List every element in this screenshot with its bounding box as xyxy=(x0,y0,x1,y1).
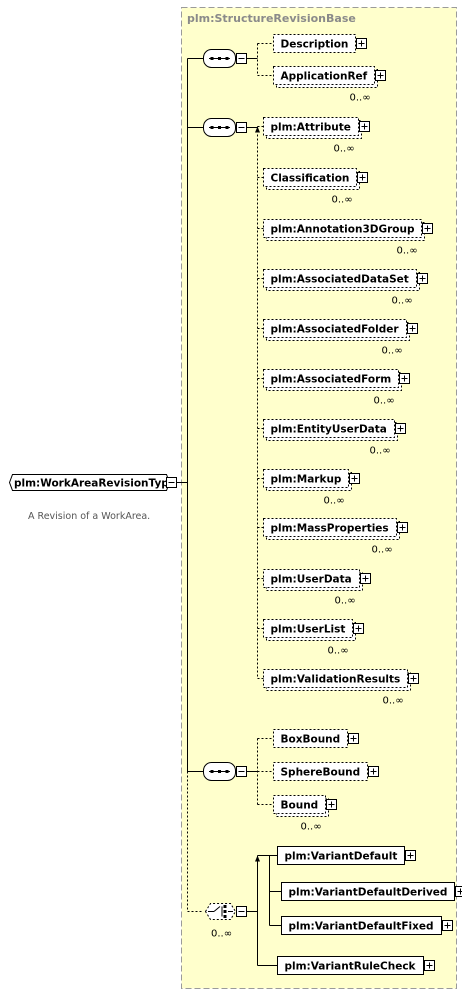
expand-icon[interactable] xyxy=(357,172,368,183)
expand-icon[interactable] xyxy=(399,373,410,384)
element-label: plm:VariantDefaultDerived xyxy=(289,887,448,899)
element-cardinality: 0..∞ xyxy=(382,346,403,357)
element-classification[interactable]: Classification 0..∞ xyxy=(263,168,368,206)
element-label: SphereBound xyxy=(281,767,361,779)
element-description[interactable]: Description xyxy=(273,34,367,53)
root-element[interactable]: plm:WorkAreaRevisionType xyxy=(8,474,177,491)
expand-icon[interactable] xyxy=(353,623,364,634)
element-label: plm:AssociatedForm xyxy=(271,374,392,386)
element-label: plm:ValidationResults xyxy=(271,674,401,686)
root-element-label: plm:WorkAreaRevisionType xyxy=(14,478,176,490)
element-cardinality: 0..∞ xyxy=(374,396,395,407)
choice-compositor[interactable] xyxy=(204,903,237,920)
root-documentation: A Revision of a WorkArea. xyxy=(28,511,150,522)
element-cardinality: 0..∞ xyxy=(328,646,349,657)
element-applicationref[interactable]: ApplicationRef 0..∞ xyxy=(273,66,386,104)
element-label: plm:EntityUserData xyxy=(271,424,387,436)
element-label: plm:VariantRuleCheck xyxy=(285,961,417,973)
expand-icon[interactable] xyxy=(397,522,408,533)
expand-icon[interactable] xyxy=(326,799,337,810)
expand-icon[interactable] xyxy=(417,273,428,284)
element-variantdefaultderived[interactable]: plm:VariantDefaultDerived xyxy=(281,882,462,901)
base-type-region xyxy=(181,7,457,989)
element-cardinality: 0..∞ xyxy=(350,93,371,104)
root-collapse-icon[interactable] xyxy=(166,477,177,488)
element-userlist[interactable]: plm:UserList 0..∞ xyxy=(263,619,364,657)
element-label: plm:AssociatedDataSet xyxy=(271,274,409,286)
choice-group-4: 0..∞ plm:VariantDefault plm:VariantDefault… xyxy=(187,846,462,975)
sequence-group-2: plm:Attribute0..∞Classification0..∞plm:A… xyxy=(187,117,433,707)
expand-icon[interactable] xyxy=(422,223,433,234)
expand-icon[interactable] xyxy=(359,121,370,132)
element-cardinality: 0..∞ xyxy=(335,596,356,607)
expand-icon[interactable] xyxy=(368,766,379,777)
expand-icon[interactable] xyxy=(360,573,371,584)
element-boxbound[interactable]: BoxBound xyxy=(273,729,359,748)
element-label: Description xyxy=(281,39,349,51)
expand-icon[interactable] xyxy=(349,473,360,484)
element-label: plm:MassProperties xyxy=(271,523,389,535)
element-massproperties[interactable]: plm:MassProperties 0..∞ xyxy=(263,518,408,556)
element-attribute[interactable]: plm:Attribute 0..∞ xyxy=(263,117,370,155)
element-cardinality: 0..∞ xyxy=(324,496,345,507)
expand-icon[interactable] xyxy=(348,733,359,744)
compositor-collapse-icon[interactable] xyxy=(236,766,247,777)
element-bound[interactable]: Bound 0..∞ xyxy=(273,795,337,833)
element-annotation3dgroup[interactable]: plm:Annotation3DGroup 0..∞ xyxy=(263,219,433,257)
expand-icon[interactable] xyxy=(408,673,419,684)
element-label: plm:VariantDefaultFixed xyxy=(289,921,434,933)
element-spherebound[interactable]: SphereBound xyxy=(273,762,379,781)
element-label: Classification xyxy=(271,173,350,185)
element-cardinality: 0..∞ xyxy=(383,696,404,707)
expand-icon[interactable] xyxy=(405,850,416,861)
element-associatedfolder[interactable]: plm:AssociatedFolder 0..∞ xyxy=(263,319,418,357)
element-cardinality: 0..∞ xyxy=(334,144,355,155)
element-label: BoxBound xyxy=(281,734,341,746)
element-cardinality: 0..∞ xyxy=(392,296,413,307)
element-cardinality: 0..∞ xyxy=(301,822,322,833)
element-cardinality: 0..∞ xyxy=(332,195,353,206)
element-variantdefault[interactable]: plm:VariantDefault xyxy=(277,846,416,865)
expand-icon[interactable] xyxy=(407,323,418,334)
element-label: plm:AssociatedFolder xyxy=(271,324,400,336)
element-variantrulecheck[interactable]: plm:VariantRuleCheck xyxy=(277,956,435,975)
expand-icon[interactable] xyxy=(442,920,453,931)
expand-icon[interactable] xyxy=(455,886,462,897)
element-entityuserdata[interactable]: plm:EntityUserData 0..∞ xyxy=(263,419,406,457)
element-markup[interactable]: plm:Markup 0..∞ xyxy=(263,469,360,507)
element-cardinality: 0..∞ xyxy=(370,446,391,457)
element-label: plm:Markup xyxy=(271,474,342,486)
base-type-label: plm:StructureRevisionBase xyxy=(187,12,356,25)
choice-cardinality: 0..∞ xyxy=(211,929,232,940)
element-variantdefaultfixed[interactable]: plm:VariantDefaultFixed xyxy=(281,916,453,935)
expand-icon[interactable] xyxy=(375,70,386,81)
element-associatedform[interactable]: plm:AssociatedForm 0..∞ xyxy=(263,369,410,407)
element-label: plm:UserList xyxy=(271,624,346,636)
element-label: plm:VariantDefault xyxy=(285,851,398,863)
element-label: plm:Attribute xyxy=(271,122,351,134)
compositor-collapse-icon[interactable] xyxy=(236,53,247,64)
element-associateddataset[interactable]: plm:AssociatedDataSet 0..∞ xyxy=(263,269,428,307)
element-label: plm:Annotation3DGroup xyxy=(271,224,415,236)
compositor-collapse-icon[interactable] xyxy=(236,906,247,917)
element-label: ApplicationRef xyxy=(281,71,368,83)
element-userdata[interactable]: plm:UserData 0..∞ xyxy=(263,569,371,607)
element-cardinality: 0..∞ xyxy=(372,545,393,556)
element-cardinality: 0..∞ xyxy=(397,246,418,257)
element-label: plm:UserData xyxy=(271,574,352,586)
element-validationresults[interactable]: plm:ValidationResults 0..∞ xyxy=(263,669,419,707)
expand-icon[interactable] xyxy=(424,960,435,971)
compositor-collapse-icon[interactable] xyxy=(236,122,247,133)
expand-icon[interactable] xyxy=(356,38,367,49)
element-label: Bound xyxy=(281,800,319,812)
expand-icon[interactable] xyxy=(395,423,406,434)
